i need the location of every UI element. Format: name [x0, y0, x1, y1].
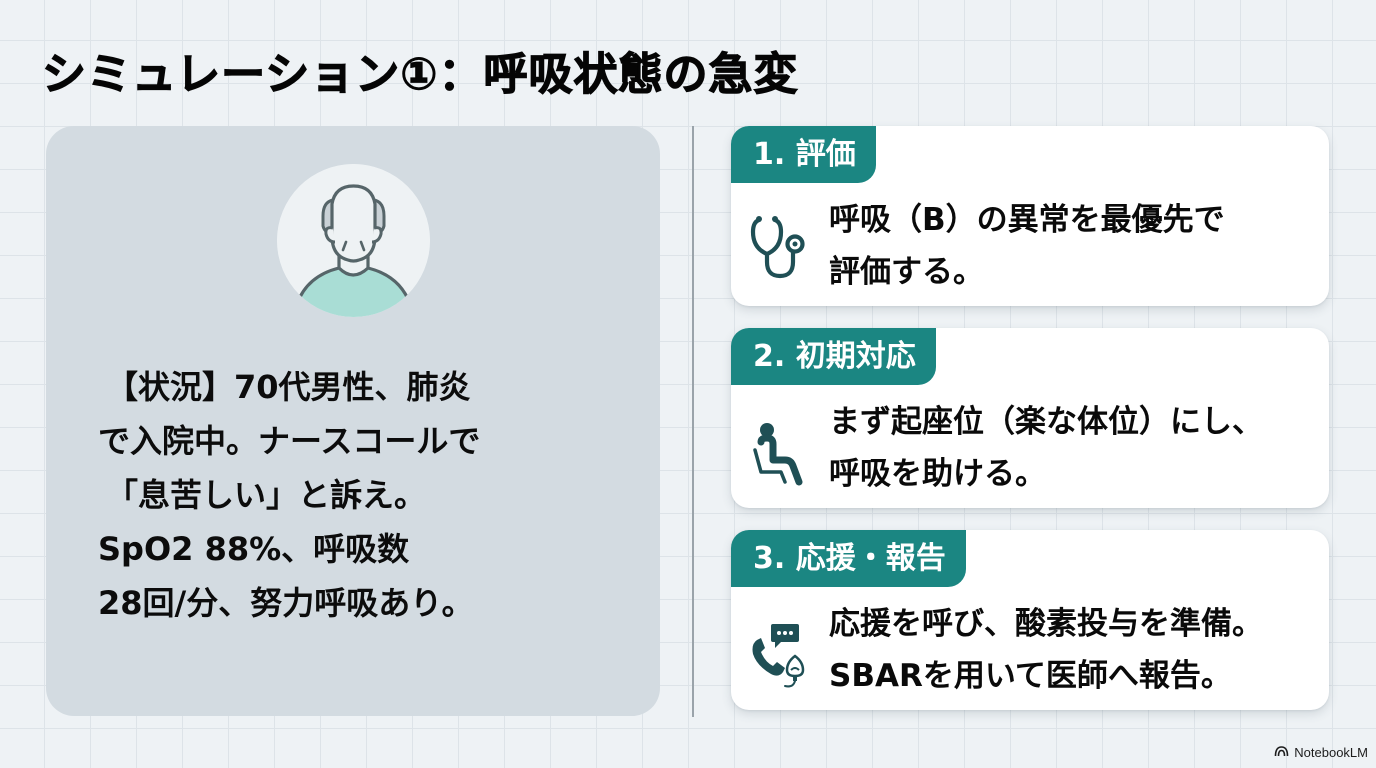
step-description: まず起座位（楽な体位）にし、 呼吸を助ける。 [829, 396, 1263, 500]
step-line: 呼吸を助ける。 [829, 456, 1046, 492]
step-line: SBARを用いて医師へ報告。 [829, 658, 1232, 694]
step-line: まず起座位（楽な体位）にし、 [829, 404, 1263, 440]
step-tab-label: 3. 応援・報告 [731, 530, 966, 587]
watermark-label: NotebookLM [1294, 745, 1368, 760]
situation-line: で入院中。ナースコールで [98, 422, 481, 460]
situation-text: 【状況】70代男性、肺炎 で入院中。ナースコールで 「息苦しい」と訴え。 SpO… [98, 360, 638, 630]
phone-oxygen-mask-icon [747, 618, 809, 690]
notebooklm-watermark: NotebookLM [1274, 745, 1368, 760]
step-card-call-report: 3. 応援・報告 応援を呼び、酸素投与を準備。 SBARを用いて医師へ報告。 [731, 530, 1329, 710]
step-description: 呼吸（B）の異常を最優先で 評価する。 [829, 194, 1225, 298]
elderly-man-avatar-icon [277, 164, 430, 317]
situation-line: SpO2 88%、呼吸数 [98, 530, 410, 568]
seated-person-icon [747, 416, 809, 488]
step-line: 評価する。 [829, 254, 984, 290]
step-description: 応援を呼び、酸素投与を準備。 SBARを用いて医師へ報告。 [829, 598, 1263, 702]
situation-line: 「息苦しい」と訴え。 [106, 476, 427, 514]
step-line: 応援を呼び、酸素投与を準備。 [829, 606, 1263, 642]
step-tab-label: 2. 初期対応 [731, 328, 936, 385]
notebooklm-logo-icon [1274, 745, 1289, 760]
step-line: 呼吸（B）の異常を最優先で [829, 202, 1225, 238]
stethoscope-icon [747, 210, 809, 282]
step-card-initial-response: 2. 初期対応 まず起座位（楽な体位）にし、 呼吸を助ける。 [731, 328, 1329, 508]
situation-line: 28回/分、努力呼吸あり。 [98, 584, 474, 622]
vertical-divider [692, 126, 694, 717]
step-tab-label: 1. 評価 [731, 126, 876, 183]
slide-title: シミュレーション①：呼吸状態の急変 [41, 48, 799, 100]
step-card-assessment: 1. 評価 呼吸（B）の異常を最優先で 評価する。 [731, 126, 1329, 306]
situation-line: 【状況】70代男性、肺炎 [106, 368, 471, 406]
